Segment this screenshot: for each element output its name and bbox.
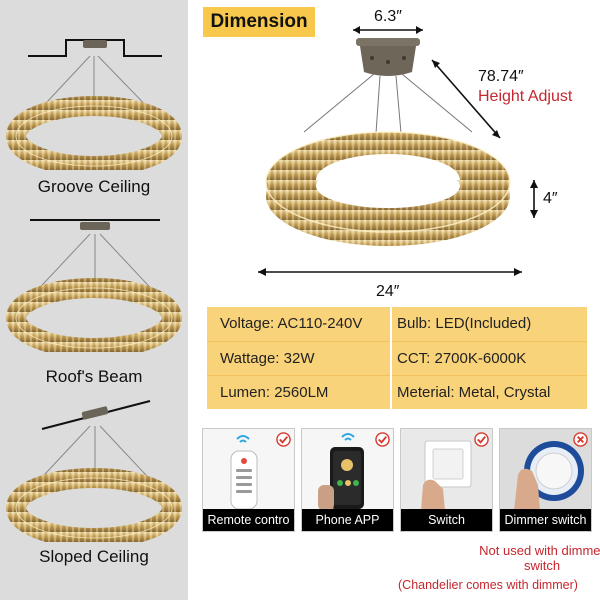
dimension-title: Dimension	[203, 7, 315, 37]
control-card-phone-app: Phone APP	[301, 428, 394, 532]
cable-length-label: 78.74″	[478, 68, 524, 85]
wall-switch-icon	[401, 429, 492, 511]
spec-voltage: Voltage: AC110-240V	[220, 315, 363, 332]
control-label-phone-app: Phone APP	[302, 509, 393, 531]
included-dimmer-note: (Chandelier comes with dimmer)	[398, 578, 578, 592]
sloped-ceiling-chandelier	[6, 425, 182, 542]
control-card-switch: Switch	[400, 428, 493, 532]
ring-height-label: 4″	[543, 190, 558, 207]
cross-icon	[573, 432, 588, 447]
check-icon	[474, 432, 489, 447]
control-label-dimmer: Dimmer switch	[500, 509, 591, 531]
mount-label-beam: Roof's Beam	[45, 367, 143, 386]
mount-types-panel: Groove Ceiling Roof's Beam Sloped Ceilin…	[0, 0, 188, 600]
sloped-ceiling-diagram	[41, 400, 151, 430]
control-label-switch: Switch	[401, 509, 492, 531]
main-chandelier-figure	[258, 26, 538, 276]
roof-beam-diagram	[30, 219, 160, 230]
control-card-dimmer: Dimmer switch	[499, 428, 592, 532]
control-label-remote: Remote contro	[203, 509, 294, 531]
spec-wattage: Wattage: 32W	[220, 350, 315, 367]
control-card-remote: Remote contro	[202, 428, 295, 532]
remote-control-icon	[230, 435, 258, 510]
spec-lumen: Lumen: 2560LM	[220, 384, 329, 401]
spec-divider	[390, 307, 392, 409]
dimmer-warning-note: Not used with dimmer switch	[479, 543, 600, 573]
spec-table: Voltage: AC110-240V Bulb: LED(Included) …	[207, 307, 587, 409]
spec-cct: CCT: 2700K-6000K	[397, 350, 527, 367]
roof-beam-chandelier	[6, 233, 182, 352]
ring-diameter-label: 24″	[376, 283, 400, 300]
groove-ceiling-chandelier	[6, 55, 182, 170]
spec-row: Voltage: AC110-240V Bulb: LED(Included)	[207, 307, 587, 341]
groove-ceiling-diagram	[28, 39, 162, 57]
mount-label-groove: Groove Ceiling	[37, 177, 151, 196]
height-adjust-label: Height Adjust	[478, 88, 573, 105]
check-icon	[276, 432, 291, 447]
spec-material: Meterial: Metal, Crystal	[397, 384, 551, 401]
mount-label-sloped: Sloped Ceiling	[39, 547, 149, 566]
spec-row: Lumen: 2560LM Meterial: Metal, Crystal	[207, 375, 587, 409]
check-icon	[375, 432, 390, 447]
canopy-width-label: 6.3″	[374, 8, 402, 25]
spec-bulb: Bulb: LED(Included)	[397, 315, 532, 332]
smartphone-icon	[318, 433, 364, 511]
spec-row: Wattage: 32W CCT: 2700K-6000K	[207, 341, 587, 375]
